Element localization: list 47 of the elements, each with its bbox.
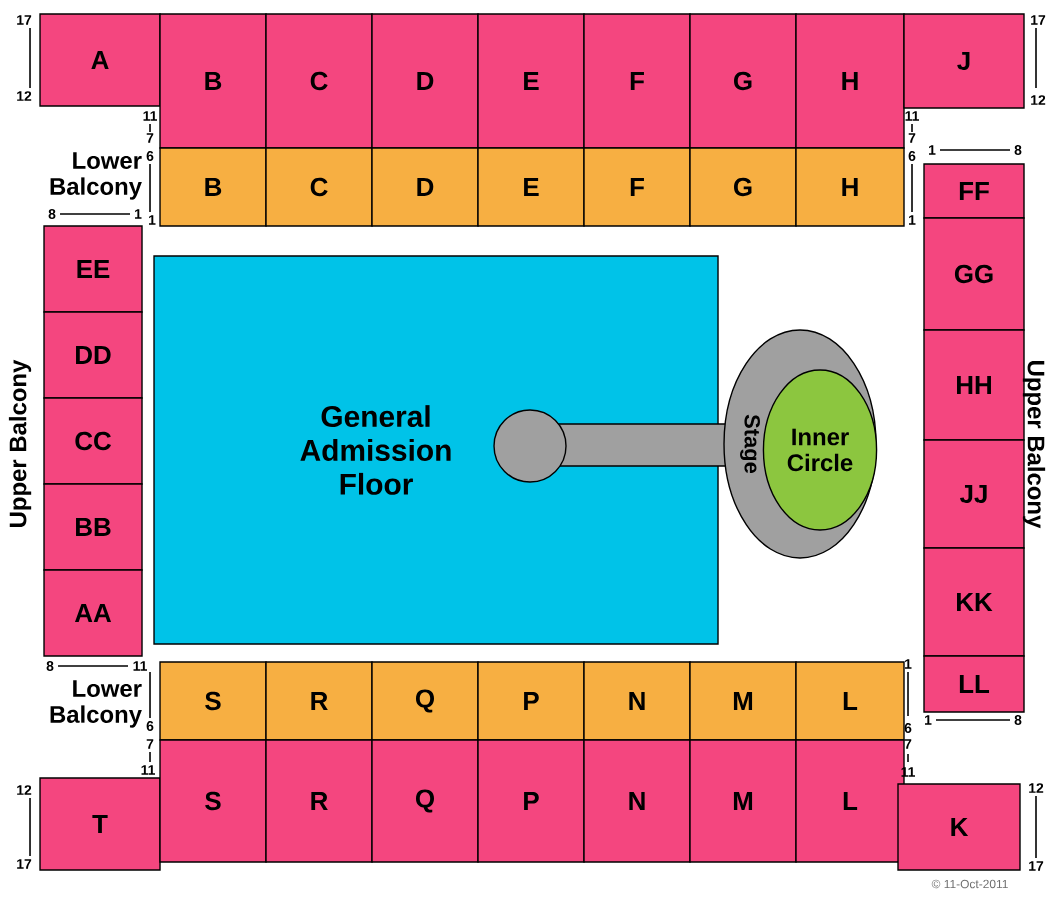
seating-section: JJ bbox=[923, 439, 1025, 549]
seating-section: J bbox=[903, 13, 1025, 109]
level-label: Lower Balcony bbox=[50, 680, 142, 728]
seating-section: R bbox=[265, 661, 373, 741]
seating-section: E bbox=[477, 13, 585, 149]
seating-section: H bbox=[795, 147, 905, 227]
level-label: Lower Balcony bbox=[50, 152, 142, 200]
seating-section: L bbox=[795, 661, 905, 741]
floor-area: General Admission Floor bbox=[153, 255, 719, 645]
seating-section: P bbox=[477, 739, 585, 863]
seating-section: EE bbox=[43, 225, 143, 313]
seating-section: N bbox=[583, 739, 691, 863]
seating-section: Q bbox=[371, 661, 479, 741]
seating-section: C bbox=[265, 13, 373, 149]
stage-label: Stage bbox=[740, 414, 760, 474]
seating-section: N bbox=[583, 661, 691, 741]
seating-section: Q bbox=[371, 739, 479, 863]
seating-section: T bbox=[39, 777, 161, 871]
seating-section: S bbox=[159, 661, 267, 741]
level-label: Upper Balcony bbox=[1022, 361, 1046, 529]
seating-section: DD bbox=[43, 311, 143, 399]
seating-section: F bbox=[583, 147, 691, 227]
seating-section: M bbox=[689, 661, 797, 741]
seating-section: A bbox=[39, 13, 161, 107]
seating-section: R bbox=[265, 739, 373, 863]
seating-section: D bbox=[371, 147, 479, 227]
level-label: Upper Balcony bbox=[8, 359, 32, 527]
seating-section: G bbox=[689, 147, 797, 227]
seating-section: P bbox=[477, 661, 585, 741]
seating-section: AA bbox=[43, 569, 143, 657]
seating-section: E bbox=[477, 147, 585, 227]
seating-section: KK bbox=[923, 547, 1025, 657]
seating-section: S bbox=[159, 739, 267, 863]
seating-section: LL bbox=[923, 655, 1025, 713]
seating-section: CC bbox=[43, 397, 143, 485]
seating-section: M bbox=[689, 739, 797, 863]
seating-section: C bbox=[265, 147, 373, 227]
seating-section: BB bbox=[43, 483, 143, 571]
seating-section: B bbox=[159, 13, 267, 149]
seating-section: F bbox=[583, 13, 691, 149]
seating-section: G bbox=[689, 13, 797, 149]
seating-section: K bbox=[897, 783, 1021, 871]
seating-section: B bbox=[159, 147, 267, 227]
seating-section: H bbox=[795, 13, 905, 149]
seating-section: D bbox=[371, 13, 479, 149]
seating-section: FF bbox=[923, 163, 1025, 219]
seating-section: HH bbox=[923, 329, 1025, 441]
